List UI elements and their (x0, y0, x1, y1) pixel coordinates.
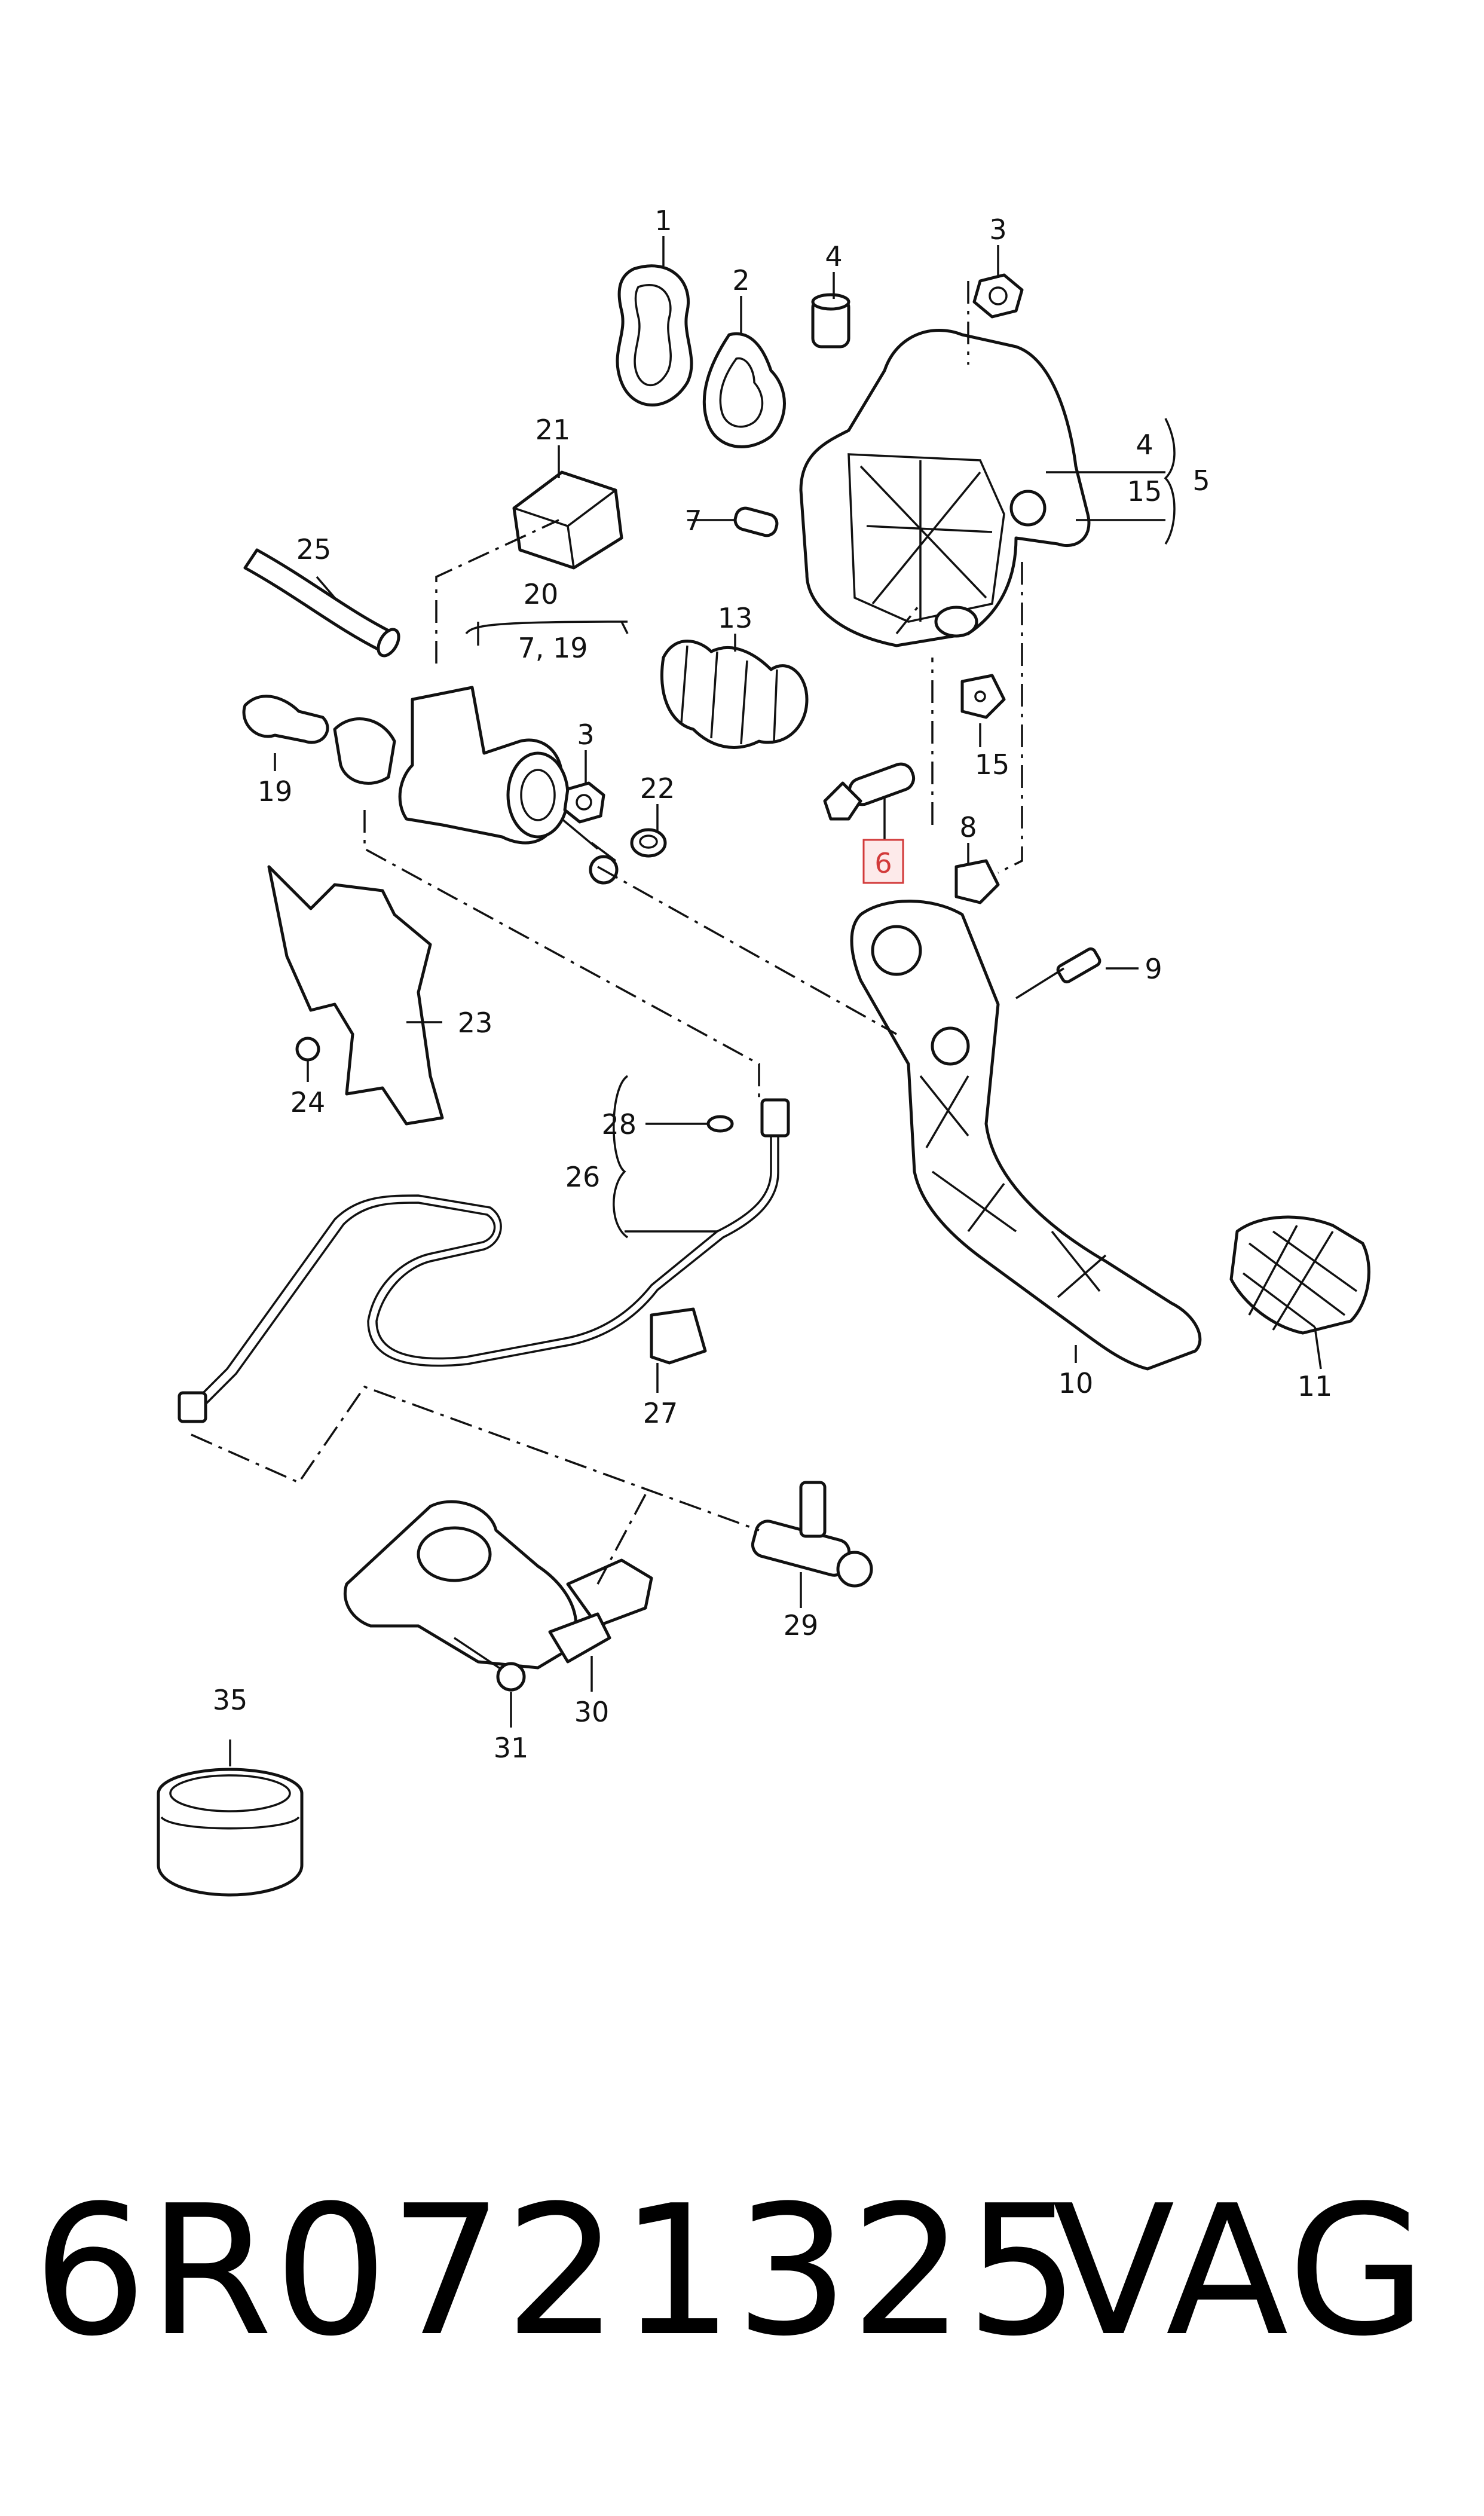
callout-15-lower: 15 (975, 748, 1010, 781)
assembly-lines (191, 281, 1023, 1585)
switch-part-21 (512, 470, 623, 570)
gasket-part-1 (616, 264, 693, 406)
callout-19: 19 (258, 775, 293, 808)
callout-20: 20 (524, 578, 559, 610)
callout-labels: 1 2 3 3 4 4 5 6 7 7, 19 8 9 10 11 13 15 … (213, 204, 1333, 1764)
bush-part-15 (960, 674, 1006, 719)
callout-7: 7 (684, 505, 702, 537)
sleeve-part-35 (157, 1768, 304, 1897)
callout-11: 11 (1298, 1370, 1333, 1402)
callout-4-top: 4 (825, 240, 842, 273)
callout-8: 8 (959, 811, 977, 843)
footer: 6R0721325 VAG (0, 2164, 1484, 2415)
callout-21: 21 (536, 414, 571, 446)
nut-part-3-top (972, 273, 1024, 319)
pipe-part-26 (178, 1098, 790, 1423)
pedal-pad-part-11 (1229, 1215, 1370, 1335)
callout-31: 31 (494, 1732, 529, 1764)
callout-30: 30 (574, 1696, 610, 1728)
callout-5: 5 (1192, 464, 1210, 497)
hose-part-25 (243, 548, 400, 658)
bush-part-8 (954, 859, 1000, 904)
callout-2: 2 (732, 264, 749, 296)
callout-6: 6 (874, 847, 892, 879)
part-6-spring-retainer (823, 762, 916, 821)
bushing-part-4 (811, 293, 850, 348)
nut-part-3-lower (563, 781, 605, 824)
clip-part-24 (295, 1037, 320, 1062)
clip-part-19 (242, 695, 329, 744)
bolt-part-9 (1015, 947, 1101, 999)
callout-28: 28 (601, 1108, 637, 1141)
callout-4-bracket: 4 (1136, 429, 1153, 461)
spring-part-13 (660, 640, 809, 749)
pad-part-2 (702, 332, 786, 448)
callout-15-bracket: 15 (1127, 475, 1162, 508)
callout-3-lower: 3 (577, 719, 594, 751)
callout-3-top: 3 (989, 213, 1006, 246)
pedal-arm-part-10 (850, 900, 1202, 1371)
master-cylinder-part-20 (333, 686, 619, 885)
callout-13: 13 (718, 602, 753, 634)
callout-26: 26 (565, 1161, 601, 1193)
callout-24: 24 (290, 1086, 326, 1118)
callout-25: 25 (296, 533, 332, 565)
slave-cylinder-part-30 (343, 1500, 653, 1670)
heat-shield-part-23 (267, 865, 444, 1126)
callout-23: 23 (458, 1007, 493, 1039)
oring-part-28 (706, 1115, 734, 1133)
callout-22: 22 (640, 772, 675, 805)
callout-6-highlight: 6 (862, 839, 904, 884)
bolt-part-31 (454, 1637, 526, 1692)
ring-part-22 (630, 828, 667, 858)
brand-name: VAG (1052, 2167, 1429, 2376)
callout-9: 9 (1145, 953, 1162, 985)
callout-27: 27 (643, 1397, 678, 1429)
bracket-part-27 (650, 1307, 707, 1365)
callout-29: 29 (784, 1609, 819, 1641)
pin-part-7 (733, 506, 779, 537)
callout-1: 1 (654, 204, 672, 237)
callout-7-19: 7, 19 (518, 632, 588, 664)
pedal-bracket (799, 329, 1091, 647)
leader-lines (229, 236, 1322, 1766)
callout-10: 10 (1058, 1367, 1094, 1399)
part-number: 6R0721325 (33, 2167, 1081, 2376)
callout-35: 35 (213, 1684, 248, 1716)
tee-fitting-part-29 (751, 1481, 873, 1588)
